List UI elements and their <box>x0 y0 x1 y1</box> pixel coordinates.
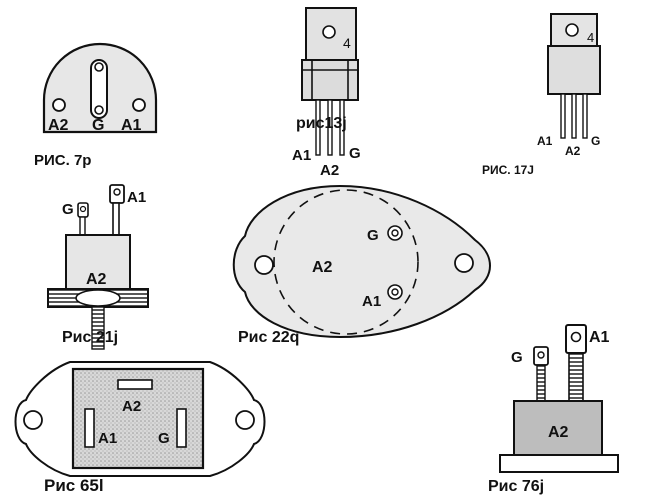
fig76-label-a1: A1 <box>589 329 610 346</box>
fig65-label-a2: A2 <box>122 398 141 415</box>
fig21-label-g: G <box>62 201 74 218</box>
fig7-label-a1: A1 <box>121 117 142 134</box>
fig21-label-a1: A1 <box>127 189 146 206</box>
fig7-caption: РИС. 7р <box>34 152 91 169</box>
fig17-tab-mark: 4 <box>587 30 594 45</box>
fig76-label-g: G <box>511 349 523 366</box>
fig13-caption: рис13j <box>296 115 347 132</box>
fig65-label-a1: A1 <box>98 430 117 447</box>
fig13-label-a1: A1 <box>292 147 311 164</box>
fig22-label-g: G <box>367 227 379 244</box>
fig13-label-a2: A2 <box>320 162 339 179</box>
fig22-label-a2: A2 <box>312 259 333 276</box>
fig7-package <box>42 42 158 134</box>
fig17-caption: РИС. 17J <box>482 163 534 177</box>
fig76-package <box>499 324 619 473</box>
fig22-caption: Рис 22q <box>238 329 299 346</box>
fig65-caption: Рис 65l <box>44 476 104 495</box>
fig21-package <box>47 184 149 350</box>
fig13-label-g: G <box>349 145 361 162</box>
fig17-package <box>547 13 601 139</box>
fig17-label-g: G <box>591 134 600 148</box>
fig65-label-g: G <box>158 430 170 447</box>
fig22-package <box>232 184 491 339</box>
fig13-package <box>301 7 359 156</box>
fig76-label-a2: A2 <box>548 424 569 441</box>
fig65-package <box>14 361 266 477</box>
fig21-caption: Рис 21j <box>62 329 118 346</box>
fig17-label-a1: A1 <box>537 134 553 148</box>
fig76-caption: Рис 76j <box>488 478 544 495</box>
fig17-label-a2: A2 <box>565 144 581 158</box>
fig7-label-a2: A2 <box>48 117 69 134</box>
fig22-label-a1: A1 <box>362 293 381 310</box>
fig21-label-a2: A2 <box>86 271 107 288</box>
fig13-tab-mark: 4 <box>343 35 351 51</box>
fig7-label-g: G <box>92 117 104 134</box>
